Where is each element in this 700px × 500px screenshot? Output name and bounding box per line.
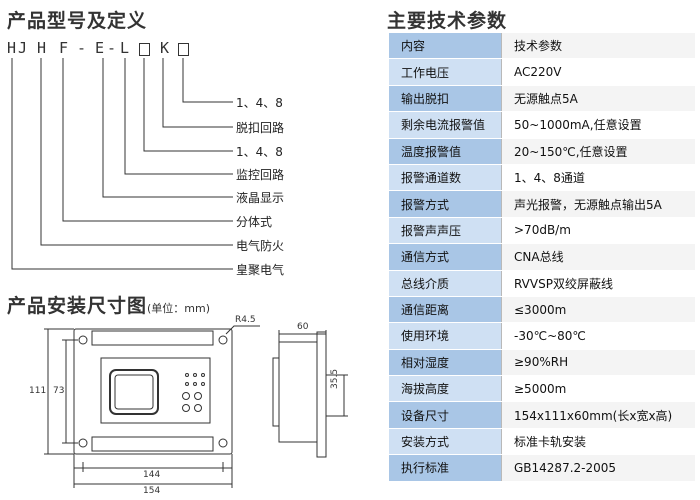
param-value: 20~150℃,任意设置 (501, 138, 695, 165)
table-row: 输出脱扣无源触点5A (389, 85, 695, 113)
table-row: 通信距离≤3000m (389, 296, 695, 324)
definition-label: 1、4、8 (236, 145, 283, 159)
dim-height-inner: 73 (53, 386, 65, 396)
dimension-section-title: 产品安装尺寸图(单位：mm) (7, 291, 210, 318)
table-row: 报警方式声光报警，无源触点输出5A (389, 190, 695, 218)
param-key: 总线介质 (389, 270, 502, 297)
param-value: 1、4、8通道 (501, 164, 695, 192)
table-row: 海拔高度≥5000m (389, 375, 695, 403)
table-row: 报警声声压>70dB/m (389, 217, 695, 245)
param-key: 海拔高度 (389, 375, 502, 403)
param-value: GB14287.2-2005 (501, 454, 695, 482)
param-value: RVVSP双绞屏蔽线 (501, 270, 695, 297)
definition-label: 皇聚电气 (236, 263, 285, 277)
model-code-char: L (120, 39, 130, 57)
param-value: ≥5000m (501, 375, 695, 403)
params-section-title: 主要技术参数 (387, 10, 508, 32)
param-key: 通信方式 (389, 243, 502, 271)
dim-radius: R4.5 (235, 315, 256, 325)
param-value: ≥90%RH (501, 349, 695, 377)
model-code-char: J (18, 39, 28, 57)
param-key: 执行标准 (389, 454, 502, 482)
table-row: 内容技术参数 (389, 33, 695, 60)
param-key: 设备尺寸 (389, 401, 502, 429)
param-value: ≤3000m (501, 296, 695, 324)
definition-label: 脱扣回路 (236, 121, 285, 135)
definition-label: 监控回路 (236, 168, 285, 182)
definition-label: 电气防火 (236, 239, 285, 253)
dim-height-outer: 111 (29, 386, 47, 396)
param-key: 温度报警值 (389, 138, 502, 165)
dimension-title-text: 产品安装尺寸图 (7, 295, 148, 317)
param-key: 剩余电流报警值 (389, 111, 502, 139)
param-value: 50~1000mA,任意设置 (501, 111, 695, 139)
param-key: 内容 (389, 33, 502, 60)
dim-width-outer: 154 (143, 486, 161, 496)
model-section-title: 产品型号及定义 (7, 10, 148, 32)
definition-label: 1、4、8 (236, 96, 283, 110)
param-key: 相对湿度 (389, 349, 502, 377)
param-key: 工作电压 (389, 58, 502, 86)
param-value: -30℃~80℃ (501, 322, 695, 350)
table-row: 相对湿度≥90%RH (389, 349, 695, 377)
param-value: >70dB/m (501, 217, 695, 245)
model-code-char: - (107, 39, 117, 57)
param-key: 输出脱扣 (389, 85, 502, 113)
model-code-char: K (160, 39, 170, 57)
param-value: 声光报警，无源触点输出5A (501, 190, 695, 218)
table-row: 使用环境-30℃~80℃ (389, 322, 695, 350)
unit-note: (单位：mm) (147, 302, 211, 315)
param-key: 使用环境 (389, 322, 502, 350)
table-row: 安装方式标准卡轨安装 (389, 428, 695, 456)
dim-width-inner: 144 (143, 470, 161, 480)
param-value: 标准卡轨安装 (501, 428, 695, 456)
param-value: 技术参数 (501, 33, 695, 60)
param-key: 报警通道数 (389, 164, 502, 192)
param-value: CNA总线 (501, 243, 695, 271)
model-code-char: F (59, 39, 69, 57)
param-value: AC220V (501, 58, 695, 86)
definition-label: 分体式 (236, 215, 273, 229)
param-value: 无源触点5A (501, 85, 695, 113)
model-code-placeholder-box (178, 43, 189, 56)
dim-rail: 35.5 (330, 368, 340, 389)
model-code-char: H (7, 39, 17, 57)
model-code-char: E (95, 39, 105, 57)
model-code-placeholder-box (139, 43, 150, 56)
param-key: 安装方式 (389, 428, 502, 456)
model-code-char: H (37, 39, 47, 57)
definition-label: 液晶显示 (236, 191, 285, 205)
model-code-char: - (77, 39, 87, 57)
param-key: 报警方式 (389, 190, 502, 218)
param-value: 154x111x60mm(长x宽x高) (501, 401, 695, 429)
param-key: 报警声声压 (389, 217, 502, 245)
param-key: 通信距离 (389, 296, 502, 324)
dim-depth: 60 (297, 322, 309, 332)
